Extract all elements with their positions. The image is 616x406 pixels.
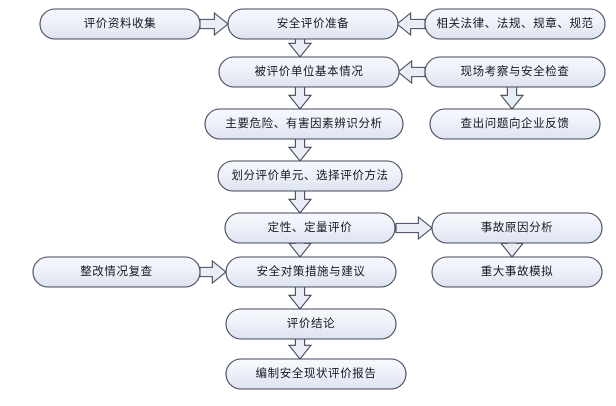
flow-node-label: 划分评价单元、选择评价方法	[231, 168, 388, 182]
connector-arrow-left	[396, 11, 426, 37]
flow-node[interactable]: 编制安全现状评价报告	[225, 358, 407, 390]
flow-node[interactable]: 查出问题向企业反馈	[429, 108, 601, 140]
flow-node-label: 定性、定量评价	[268, 220, 353, 234]
connector-arrow-down	[287, 86, 313, 110]
flow-node-label: 现场考察与安全检查	[461, 64, 570, 78]
flow-node[interactable]: 主要危险、有害因素辨识分析	[204, 108, 404, 140]
flow-node-label: 安全对策措施与建议	[257, 264, 366, 278]
connector-arrow-down	[287, 138, 313, 162]
flow-node[interactable]: 安全评价准备	[227, 8, 399, 40]
flow-node-label: 重大事故模拟	[481, 264, 554, 278]
connector-arrow-right	[199, 259, 227, 285]
flow-node-shape	[431, 256, 603, 288]
flow-node-shape	[39, 8, 201, 40]
connectors-layer	[199, 11, 525, 360]
flow-node[interactable]: 相关法律、法规、规章、规范	[424, 8, 606, 40]
flow-node[interactable]: 整改情况复查	[32, 256, 201, 288]
flow-node-label: 被评价单位基本情况	[255, 64, 364, 78]
flow-node-shape	[225, 358, 407, 390]
flow-node-shape	[429, 108, 601, 140]
flow-node-label: 安全评价准备	[277, 16, 350, 30]
flow-node-shape	[227, 8, 399, 40]
connector-arrow-down	[499, 242, 525, 258]
flow-node[interactable]: 现场考察与安全检查	[424, 56, 606, 88]
connector-arrow-right	[395, 215, 433, 241]
flow-node[interactable]: 定性、定量评价	[224, 212, 396, 244]
flow-node-shape	[218, 56, 400, 88]
flow-node[interactable]: 评价资料收集	[39, 8, 201, 40]
flow-node[interactable]: 评价结论	[225, 308, 397, 340]
flow-node-shape	[32, 256, 201, 288]
flow-node-shape	[424, 56, 606, 88]
flow-node-shape	[424, 8, 606, 40]
flow-node-shape	[225, 308, 397, 340]
flow-node-label: 相关法律、法规、规章、规范	[436, 16, 593, 30]
connector-arrow-down	[287, 338, 313, 360]
flow-node-label: 整改情况复查	[80, 264, 153, 278]
flow-node-label: 事故原因分析	[481, 220, 554, 234]
flow-node[interactable]: 重大事故模拟	[431, 256, 603, 288]
flow-node-shape	[224, 212, 396, 244]
flow-node-label: 评价资料收集	[84, 16, 157, 30]
connector-arrow-left	[397, 59, 426, 85]
flow-node[interactable]: 划分评价单元、选择评价方法	[217, 160, 403, 192]
connector-arrow-down	[287, 286, 313, 310]
flow-node[interactable]: 安全对策措施与建议	[225, 256, 397, 288]
flow-node-label: 评价结论	[287, 316, 335, 330]
flow-node-shape	[217, 160, 403, 192]
connector-arrow-down	[287, 242, 313, 258]
flow-node-label: 编制安全现状评价报告	[256, 366, 377, 380]
flow-node-label: 查出问题向企业反馈	[461, 116, 570, 130]
flow-node-label: 主要危险、有害因素辨识分析	[225, 116, 382, 130]
flow-node[interactable]: 事故原因分析	[431, 212, 603, 244]
connector-arrow-down	[287, 190, 313, 214]
flow-node-shape	[225, 256, 397, 288]
flow-node[interactable]: 被评价单位基本情况	[218, 56, 400, 88]
connector-arrow-right	[199, 11, 229, 37]
flow-node-shape	[431, 212, 603, 244]
connector-arrow-down	[287, 38, 313, 58]
flow-node-shape	[204, 108, 404, 140]
connector-arrow-down	[499, 86, 525, 110]
